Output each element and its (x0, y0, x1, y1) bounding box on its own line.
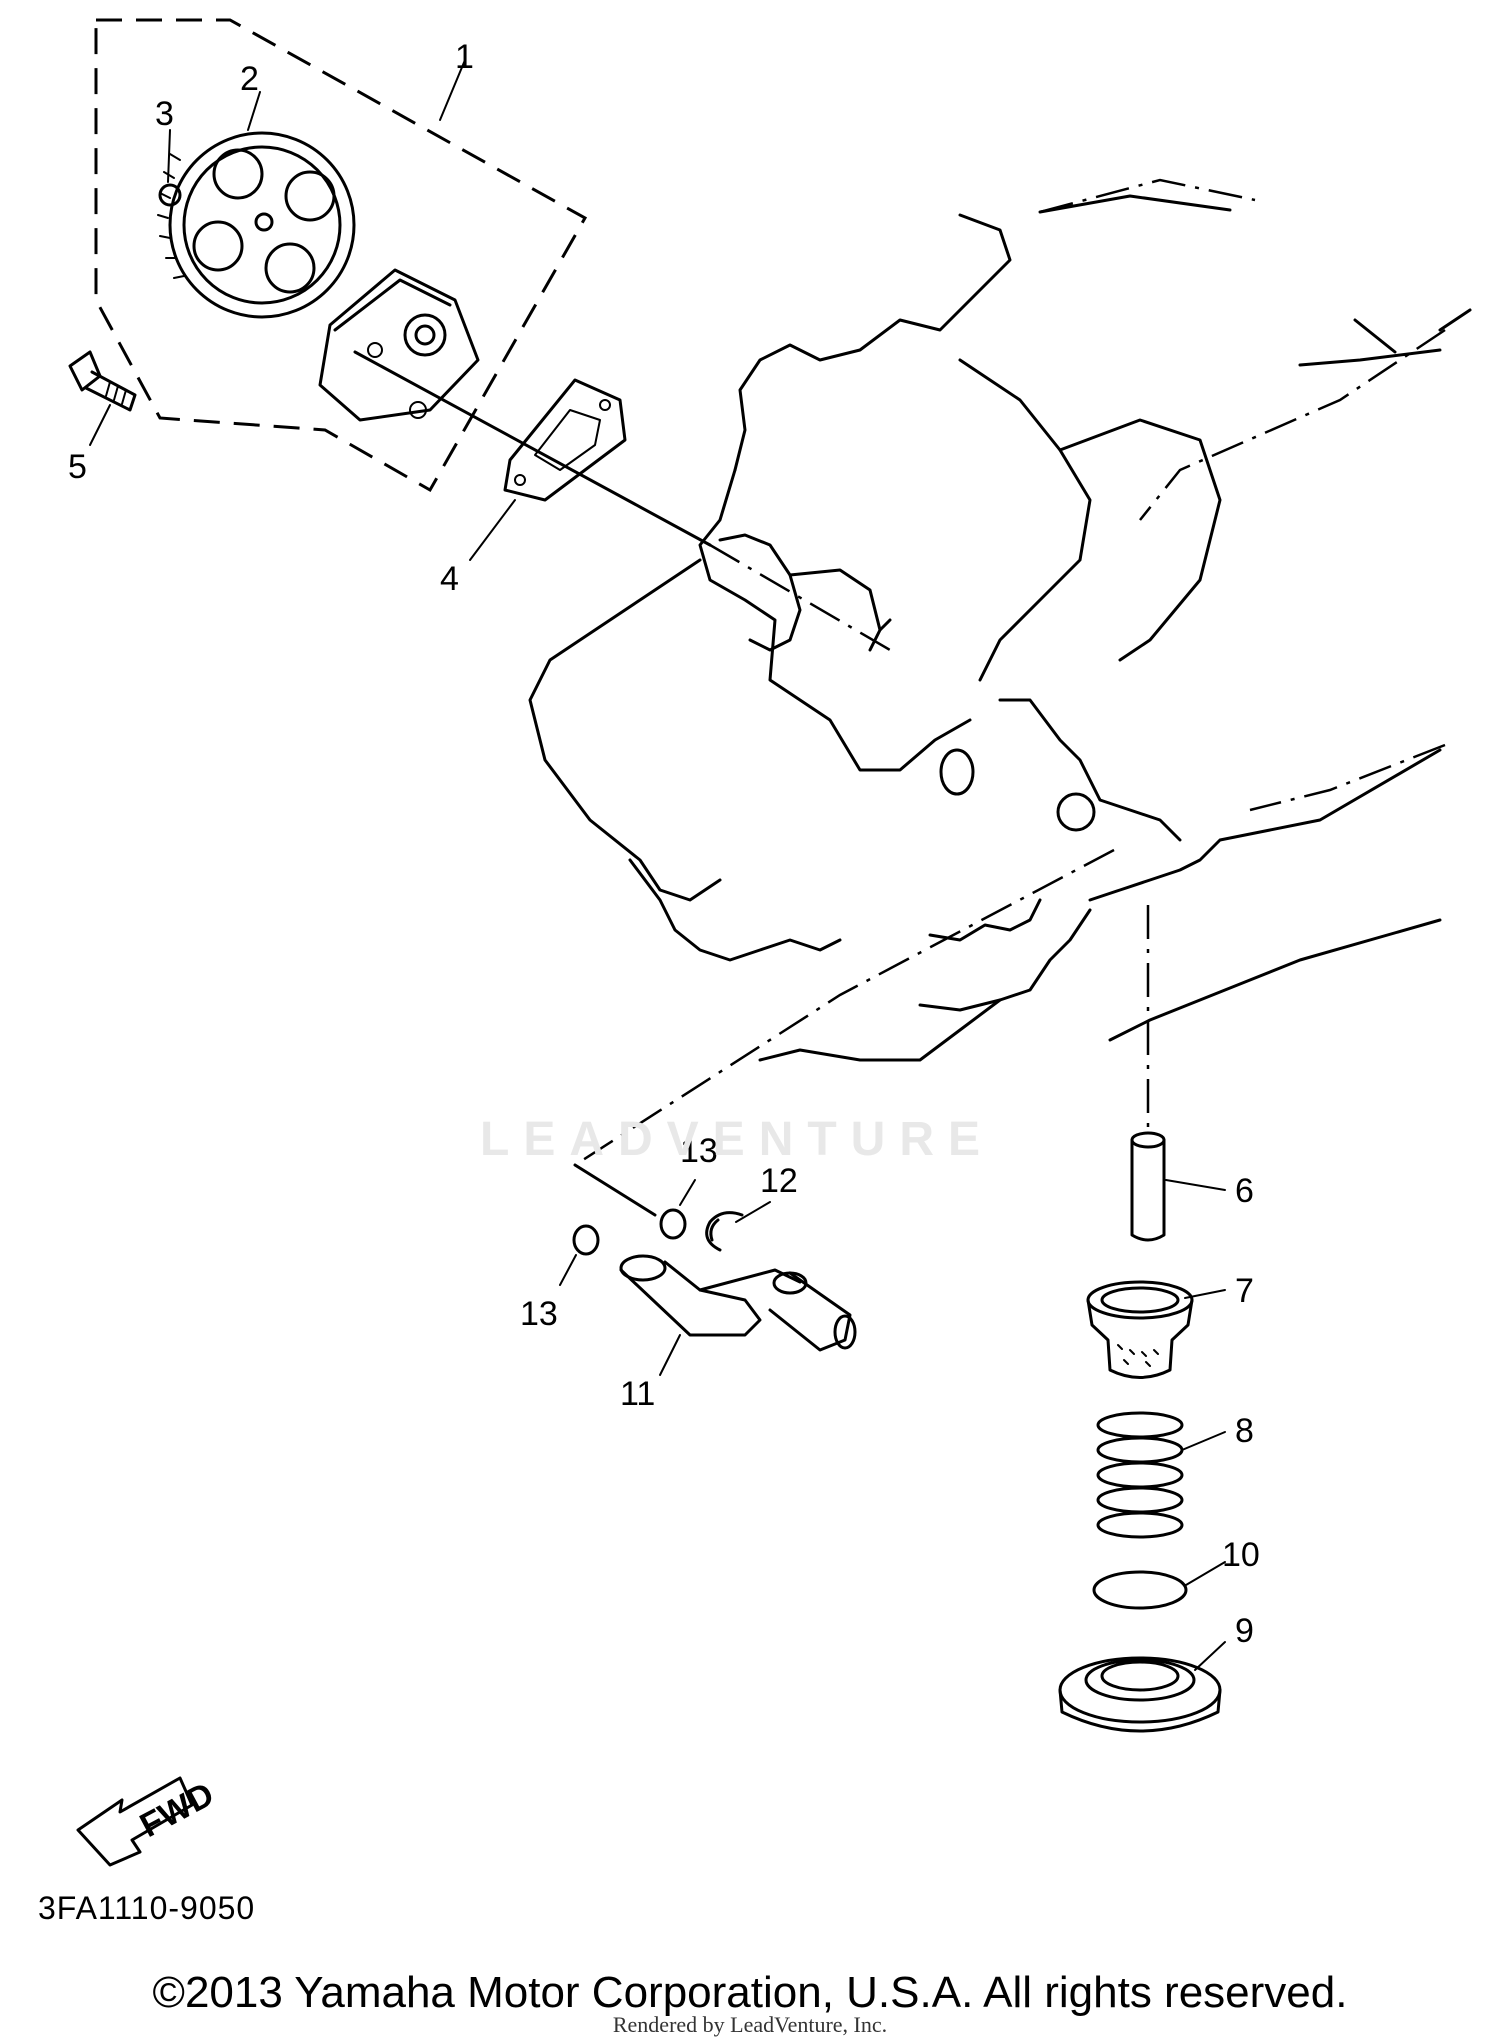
callout-12: 12 (760, 1162, 798, 1200)
drain-plug (1058, 1656, 1222, 1733)
callout-10: 10 (1222, 1536, 1260, 1574)
crankcase (528, 178, 1472, 1062)
callout-9: 9 (1235, 1612, 1254, 1650)
oil-pump-drive-shaft (619, 1254, 857, 1352)
o-ring-13a (659, 1208, 687, 1240)
callout-13b: 13 (520, 1295, 558, 1333)
callout-2: 2 (240, 60, 259, 98)
callout-6: 6 (1235, 1172, 1254, 1210)
circlip (158, 183, 182, 207)
callout-4: 4 (440, 560, 459, 598)
fwd-label: FWD (134, 1775, 220, 1845)
pipe (1130, 1131, 1166, 1242)
o-ring-13b (572, 1224, 600, 1256)
callout-11: 11 (620, 1375, 655, 1413)
part-code: 3FA1110-9050 (38, 1890, 256, 1926)
callout-7: 7 (1235, 1272, 1254, 1310)
rendered-by: Rendered by LeadVenture, Inc. (612, 2012, 888, 2037)
oil-strainer (1086, 1280, 1194, 1379)
callout-5: 5 (68, 448, 87, 486)
oil-pump-gear (157, 131, 356, 319)
bolt (68, 350, 137, 412)
watermark: LEADVENTURE (480, 1113, 995, 1166)
shaft-circlip (705, 1211, 744, 1252)
callout-8: 8 (1235, 1412, 1254, 1450)
callout-3: 3 (155, 95, 174, 133)
copyright: ©2013 Yamaha Motor Corporation, U.S.A. A… (152, 1968, 1348, 2017)
gasket (503, 378, 627, 502)
oil-pump-body (318, 268, 480, 422)
callout-1: 1 (455, 38, 474, 76)
o-ring (1092, 1570, 1188, 1610)
callout-13a: 13 (680, 1132, 718, 1170)
assembly-outline-1 (94, 18, 588, 493)
spring (1096, 1411, 1184, 1539)
fwd-arrow-icon (76, 1776, 194, 1867)
